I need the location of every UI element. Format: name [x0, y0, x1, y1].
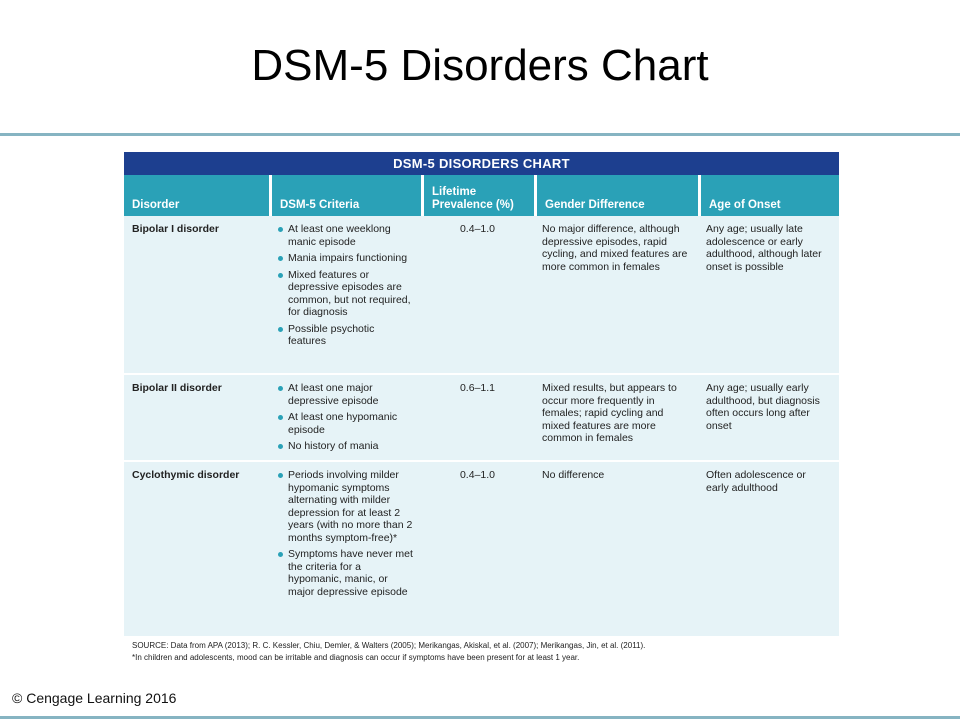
gender-cell: Mixed results, but appears to occur more…	[542, 382, 677, 444]
criteria-item: Mixed features or depressive episodes ar…	[277, 269, 413, 319]
header-gender: Gender Difference	[534, 175, 698, 216]
header-disorder: Disorder	[132, 199, 180, 211]
header-criteria: DSM-5 Criteria	[269, 175, 421, 216]
footer-divider	[0, 716, 960, 719]
slide-title: DSM-5 Disorders Chart	[251, 41, 709, 90]
header-prevalence: Lifetime Prevalence (%)	[421, 175, 534, 216]
criteria-list: At least one weeklong manic episode Mani…	[277, 223, 413, 348]
prevalence-cell: 0.4–1.0	[459, 469, 496, 481]
criteria-cell: At least one major depressive episode At…	[269, 375, 421, 460]
criteria-item: At least one weeklong manic episode	[277, 223, 413, 248]
header-onset: Age of Onset	[698, 175, 839, 216]
table-row: Bipolar I disorder At least one weeklong…	[124, 216, 839, 373]
disorders-table: DSM-5 DISORDERS CHART Disorder DSM-5 Cri…	[124, 152, 839, 636]
table-row: Cyclothymic disorder Periods involving m…	[124, 460, 839, 636]
onset-cell: Any age; usually late adolescence or ear…	[706, 223, 822, 273]
onset-cell: Often adolescence or early adulthood	[706, 469, 806, 494]
prevalence-cell: 0.6–1.1	[459, 382, 496, 394]
criteria-item: Mania impairs functioning	[277, 252, 413, 265]
criteria-item: At least one hypomanic episode	[277, 411, 413, 436]
criteria-list: Periods involving milder hypomanic sympt…	[277, 469, 413, 598]
source-note: SOURCE: Data from APA (2013); R. C. Kess…	[132, 641, 646, 650]
criteria-cell: Periods involving milder hypomanic sympt…	[269, 462, 421, 636]
criteria-item: Possible psychotic features	[277, 323, 413, 348]
criteria-item: Periods involving milder hypomanic sympt…	[277, 469, 413, 544]
criteria-list: At least one major depressive episode At…	[277, 382, 413, 453]
criteria-item: No history of mania	[277, 440, 413, 453]
asterisk-note: *In children and adolescents, mood can b…	[132, 653, 580, 662]
table-banner: DSM-5 DISORDERS CHART	[124, 152, 839, 175]
table-header-row: Disorder DSM-5 Criteria Lifetime Prevale…	[124, 175, 839, 216]
title-divider	[0, 133, 960, 136]
gender-cell: No difference	[542, 469, 605, 481]
prevalence-cell: 0.4–1.0	[459, 223, 496, 235]
criteria-cell: At least one weeklong manic episode Mani…	[269, 216, 421, 373]
gender-cell: No major difference, although depressive…	[542, 223, 688, 273]
criteria-item: Symptoms have never met the criteria for…	[277, 548, 413, 598]
disorder-name: Bipolar I disorder	[132, 223, 219, 235]
table-footnotes: SOURCE: Data from APA (2013); R. C. Kess…	[132, 640, 832, 664]
copyright-notice: © Cengage Learning 2016	[12, 690, 177, 706]
onset-cell: Any age; usually early adulthood, but di…	[706, 382, 820, 432]
disorder-name: Cyclothymic disorder	[132, 469, 240, 481]
criteria-item: At least one major depressive episode	[277, 382, 413, 407]
table-row: Bipolar II disorder At least one major d…	[124, 373, 839, 460]
disorder-name: Bipolar II disorder	[132, 382, 222, 394]
